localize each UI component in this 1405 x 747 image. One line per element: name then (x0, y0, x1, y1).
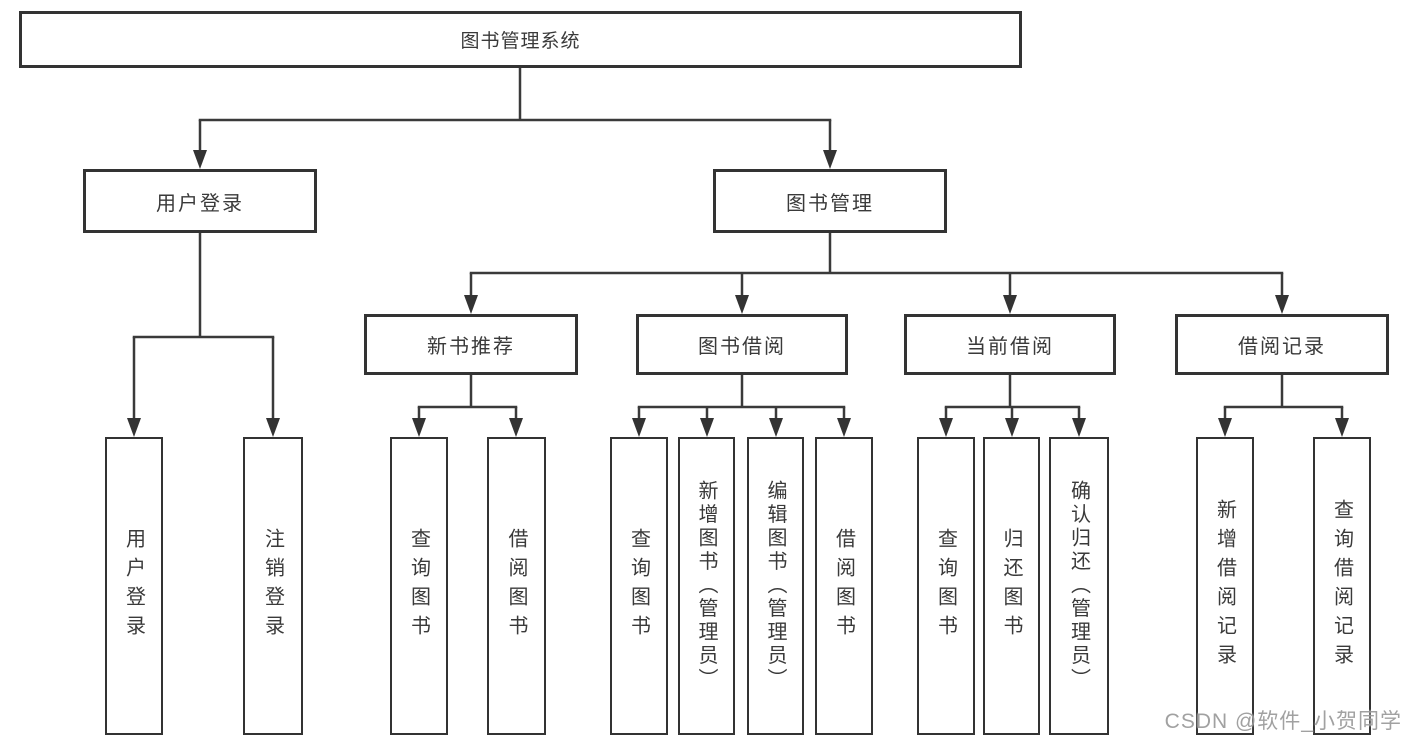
connector-user-login-children (127, 233, 280, 437)
leaf-logout: 注销登录 (243, 437, 303, 735)
leaf-recommend-borrow-books-label: 借阅图书 (505, 528, 527, 644)
node-book-borrow: 图书借阅 (636, 314, 848, 375)
connector-records-children (1218, 375, 1349, 437)
leaf-confirm-return-admin-label: 确认归还（管理员） (1067, 480, 1090, 692)
leaf-add-books-admin: 新增图书（管理员） (678, 437, 735, 735)
leaf-add-borrow-record-label: 新增借阅记录 (1213, 499, 1236, 673)
leaf-return-books-label: 归还图书 (1000, 528, 1022, 644)
connector-root-to-level2 (193, 68, 837, 169)
node-library-system: 图书管理系统 (19, 11, 1022, 68)
leaf-edit-books-admin-label: 编辑图书（管理员） (764, 480, 786, 692)
leaf-edit-books-admin: 编辑图书（管理员） (747, 437, 804, 735)
node-new-book-recommend: 新书推荐 (364, 314, 578, 375)
leaf-confirm-return-admin: 确认归还（管理员） (1049, 437, 1109, 735)
leaf-borrow-query-books-label: 查询图书 (627, 528, 650, 644)
leaf-user-login: 用户登录 (105, 437, 163, 735)
leaf-query-borrow-record-label: 查询借阅记录 (1330, 499, 1353, 673)
leaf-borrow-borrow-books-label: 借阅图书 (832, 528, 855, 644)
leaf-add-borrow-record: 新增借阅记录 (1196, 437, 1254, 735)
leaf-recommend-borrow-books: 借阅图书 (487, 437, 546, 735)
leaf-recommend-query-books-label: 查询图书 (407, 528, 430, 644)
leaf-borrow-borrow-books: 借阅图书 (815, 437, 873, 735)
csdn-watermark: CSDN @软件_小贺同学 (1164, 710, 1402, 733)
connector-current-children (939, 375, 1086, 437)
node-user-login: 用户登录 (83, 169, 317, 233)
leaf-user-login-label: 用户登录 (122, 528, 145, 644)
leaf-query-borrow-record: 查询借阅记录 (1313, 437, 1371, 735)
connector-recommend-children (412, 375, 523, 437)
connector-borrow-children (632, 375, 851, 437)
leaf-return-books: 归还图书 (983, 437, 1040, 735)
node-book-management: 图书管理 (713, 169, 947, 233)
leaf-current-query-books: 查询图书 (917, 437, 975, 735)
leaf-recommend-query-books: 查询图书 (390, 437, 448, 735)
node-borrow-records: 借阅记录 (1175, 314, 1389, 375)
leaf-current-query-books-label: 查询图书 (934, 528, 957, 644)
leaf-logout-label: 注销登录 (261, 528, 284, 644)
leaf-borrow-query-books: 查询图书 (610, 437, 668, 735)
connector-book-management-to-level3 (464, 233, 1289, 314)
leaf-add-books-admin-label: 新增图书（管理员） (695, 480, 717, 692)
node-current-borrow: 当前借阅 (904, 314, 1116, 375)
